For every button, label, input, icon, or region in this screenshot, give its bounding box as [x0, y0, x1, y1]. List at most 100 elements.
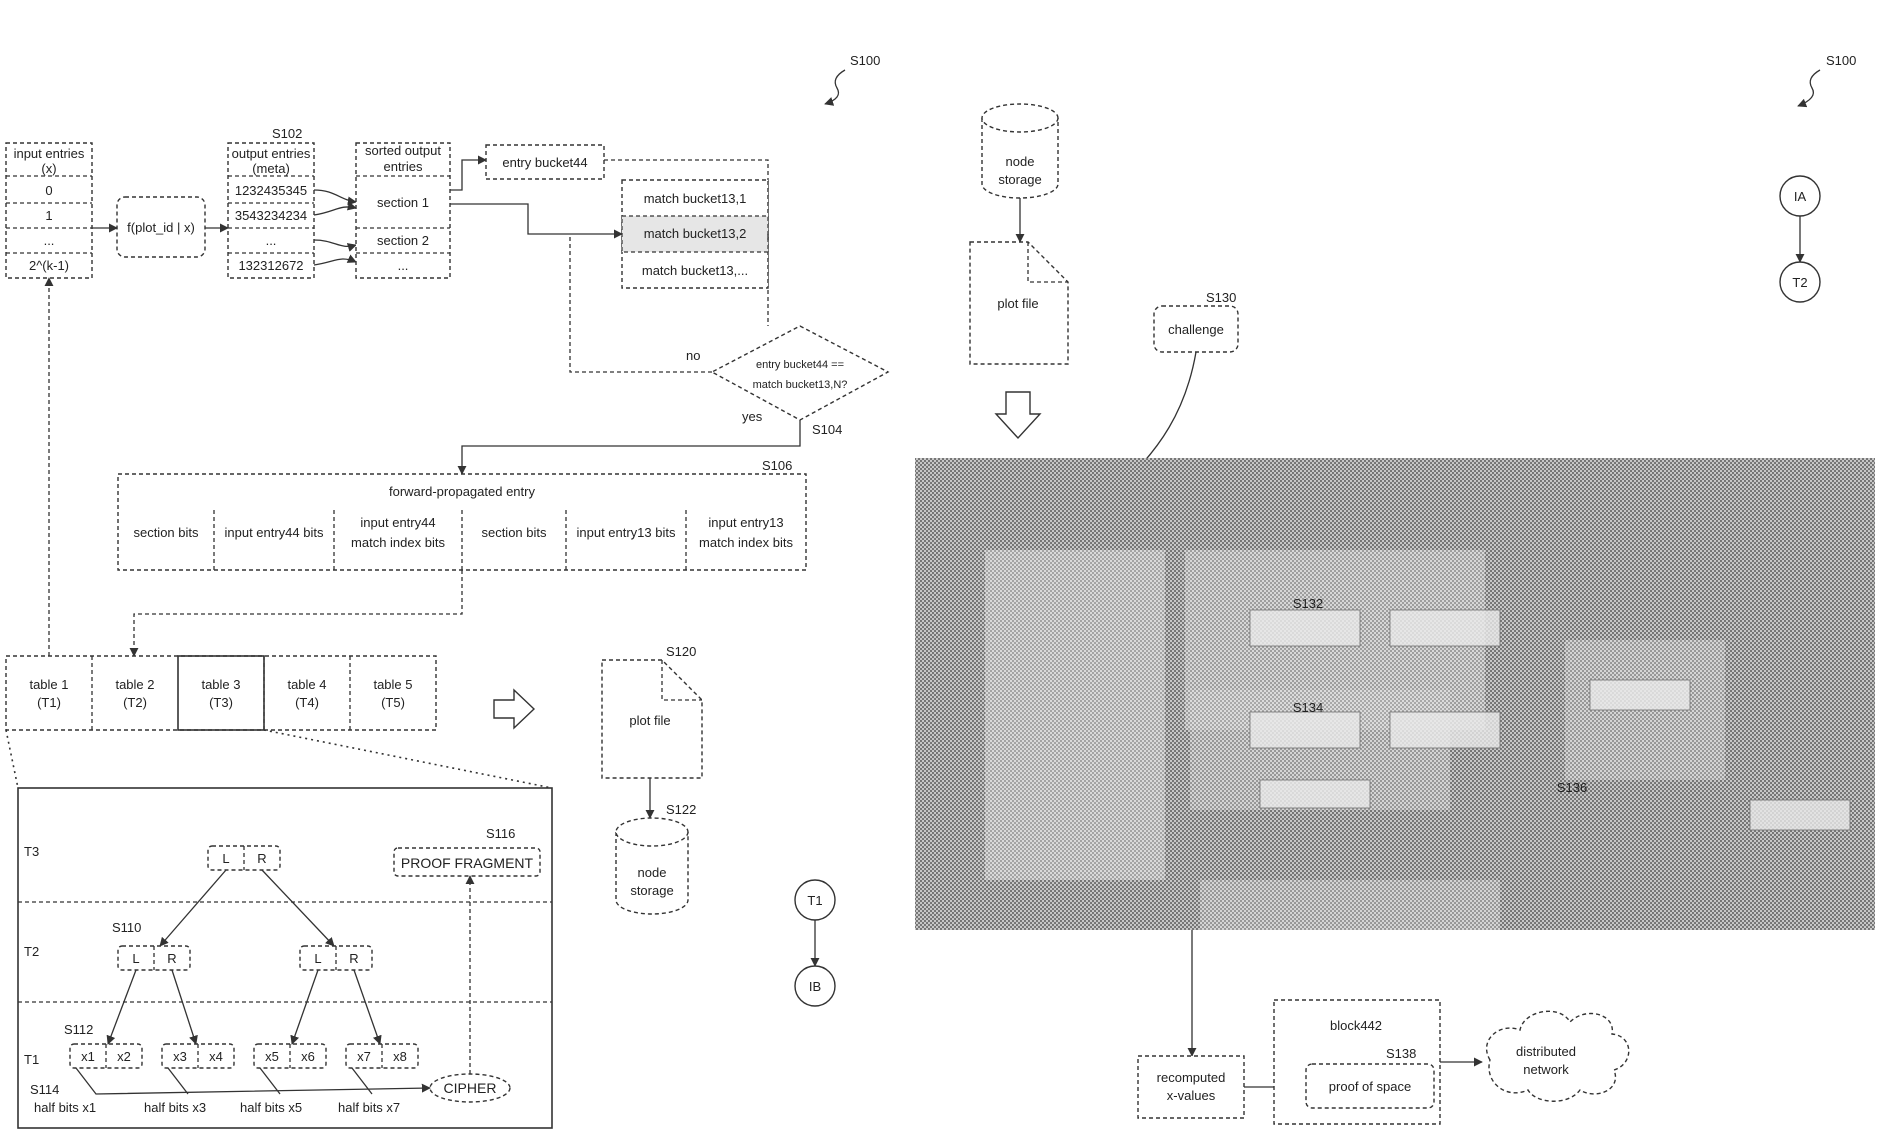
tree-row-label: T2	[24, 944, 39, 959]
plot-file-label-right: plot file	[997, 296, 1038, 311]
decision-line1: entry bucket44 ==	[756, 359, 844, 371]
ref-s106: S106	[762, 458, 792, 473]
ref-s136: S136	[1557, 780, 1587, 795]
leaf: x4	[209, 1049, 223, 1064]
ref-s122: S122	[666, 802, 696, 817]
ref-s132: S132	[1293, 596, 1323, 611]
tree-row-label: T1	[24, 1052, 39, 1067]
output-header-1: output entries	[232, 146, 311, 161]
plot-file-label-left: plot file	[629, 713, 670, 728]
table-label: (T3)	[209, 695, 233, 710]
proof-fragment-label: PROOF FRAGMENT	[401, 855, 534, 871]
connector-ia-label: IA	[1794, 189, 1807, 204]
table-label: (T1)	[37, 695, 61, 710]
decision-diamond	[712, 326, 888, 420]
lr-right: R	[257, 851, 266, 866]
recomputed-label: recomputed	[1157, 1070, 1226, 1085]
connector-t2-label: T2	[1792, 275, 1807, 290]
table-label: table 4	[287, 677, 326, 692]
node-storage-label: node	[1006, 154, 1035, 169]
node-storage-label: storage	[630, 883, 673, 898]
zoom-line	[6, 730, 18, 788]
lr-left: L	[314, 951, 321, 966]
leaf: x1	[81, 1049, 95, 1064]
table-label: table 5	[373, 677, 412, 692]
half-bits: half bits x7	[338, 1100, 400, 1115]
proof-of-space-label: proof of space	[1329, 1079, 1411, 1094]
table-label: table 2	[115, 677, 154, 692]
forward-cell: match index bits	[699, 535, 793, 550]
arrow-to-tables	[134, 570, 462, 656]
connector-t1-label: T1	[807, 893, 822, 908]
challenge-label: challenge	[1168, 322, 1224, 337]
leaf: x2	[117, 1049, 131, 1064]
output-entries-table: output entries (meta) 1232435345 3543234…	[228, 143, 314, 278]
forward-cell: input entry44	[360, 515, 435, 530]
ref-s102: S102	[272, 126, 302, 141]
forward-cell: section bits	[133, 525, 199, 540]
forward-cell: input entry13 bits	[576, 525, 676, 540]
decision-no: no	[686, 348, 700, 363]
match-bucket-n: match bucket13,...	[642, 263, 748, 278]
ref-s110: S110	[112, 920, 141, 935]
leaf: x6	[301, 1049, 315, 1064]
network-label: network	[1523, 1062, 1569, 1077]
forward-cell: input entry13	[708, 515, 783, 530]
decision-yes: yes	[742, 409, 763, 424]
lr-left: L	[132, 951, 139, 966]
node-storage-cylinder-left: node storage	[616, 818, 688, 914]
half-bits: half bits x3	[144, 1100, 206, 1115]
ref-s134: S134	[1293, 700, 1323, 715]
half-bits: half bits x1	[34, 1100, 96, 1115]
cipher-label: CIPHER	[444, 1080, 497, 1096]
node-storage-label: storage	[998, 172, 1041, 187]
leaf: x3	[173, 1049, 187, 1064]
connector-ib-label: IB	[809, 979, 821, 994]
ref-s116: S116	[486, 826, 515, 841]
sort-arrow	[314, 207, 356, 215]
table-label: (T5)	[381, 695, 405, 710]
sorted-header-2: entries	[383, 159, 423, 174]
ref-s100-left-squiggle	[825, 70, 845, 104]
hash-function-label: f(plot_id | x)	[127, 220, 195, 235]
ref-s120: S120	[666, 644, 696, 659]
sorted-header-1: sorted output	[365, 143, 441, 158]
output-row: 132312672	[238, 258, 303, 273]
recomputed-box	[1138, 1056, 1244, 1118]
sorted-row: ...	[398, 258, 409, 273]
half-bits: half bits x5	[240, 1100, 302, 1115]
block-label: block442	[1330, 1018, 1382, 1033]
forward-cell: match index bits	[351, 535, 445, 550]
input-row: 1	[45, 208, 52, 223]
forward-cell: input entry44 bits	[224, 525, 324, 540]
sorted-row: section 2	[377, 233, 429, 248]
table-label: table 1	[29, 677, 68, 692]
leaf: x8	[393, 1049, 407, 1064]
hollow-arrow-right-icon	[494, 690, 534, 728]
input-row: ...	[44, 233, 55, 248]
forward-propagated-entry: forward-propagated entry section bits in…	[118, 474, 806, 570]
network-label: distributed	[1516, 1044, 1576, 1059]
forward-cell: section bits	[481, 525, 547, 540]
output-row: 1232435345	[235, 183, 307, 198]
ref-s100-right: S100	[1826, 53, 1856, 68]
lr-right: R	[167, 951, 176, 966]
sorted-output-table: sorted output entries section 1 section …	[356, 143, 450, 278]
zoom-line	[264, 730, 552, 788]
tables-row: table 1 (T1) table 2 (T2) table 3 (T3) t…	[6, 656, 436, 730]
table-label: (T2)	[123, 695, 147, 710]
input-header-1: input entries	[14, 146, 85, 161]
table-label: (T4)	[295, 695, 319, 710]
ref-s112: S112	[64, 1022, 93, 1037]
match-bucket-2: match bucket13,2	[644, 226, 747, 241]
arrow-to-entry-bucket	[450, 160, 486, 190]
input-row: 2^(k-1)	[29, 258, 69, 273]
ref-s114: S114	[30, 1082, 59, 1097]
decision-yes-arrow	[462, 420, 800, 474]
sort-arrow	[314, 259, 356, 265]
entry-bucket-label: entry bucket44	[502, 155, 587, 170]
ref-s100-left: S100	[850, 53, 880, 68]
input-row: 0	[45, 183, 52, 198]
arrow-to-match-buckets	[450, 204, 622, 234]
